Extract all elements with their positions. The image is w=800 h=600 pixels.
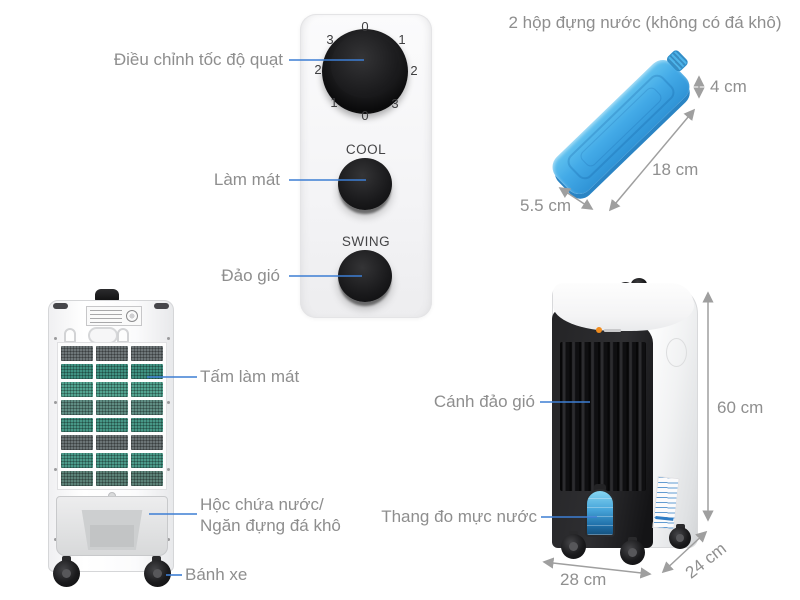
filter-cell — [96, 381, 128, 397]
cord-hook-right — [117, 328, 129, 343]
screw — [54, 538, 57, 541]
filter-cell — [131, 453, 163, 469]
swing-knob-caption: SWING — [341, 234, 391, 249]
dim-height: 60 cm — [717, 398, 764, 417]
water-box-cap — [665, 48, 690, 73]
water-box-groove-inner — [578, 85, 664, 169]
screw — [54, 337, 57, 340]
filter-cell — [131, 346, 163, 361]
caster-hub — [676, 534, 684, 542]
caster-hub — [628, 548, 637, 557]
caster-wheel — [144, 560, 171, 587]
brand-logo-icon — [596, 327, 602, 333]
filter-cell — [61, 399, 93, 415]
label-water-tray: Hộc chứa nước/ Ngăn đựng đá khô — [200, 494, 341, 536]
dial-number-lower-right: 3 — [391, 96, 399, 111]
label-swing: Đảo gió — [221, 266, 280, 285]
dim-box-length: 18 cm — [652, 160, 699, 179]
filter-cell — [131, 471, 163, 486]
water-gauge-cap — [594, 484, 606, 492]
label-fan-speed: Điều chỉnh tốc độ quạt — [113, 50, 283, 69]
filter-cell — [96, 399, 128, 415]
cool-knob-caption: COOL — [345, 142, 387, 157]
label-swing-vane: Cánh đảo gió — [433, 392, 535, 411]
spec-label — [86, 306, 142, 326]
side-sticker-bar — [655, 515, 674, 521]
label-water-tray-line2: Ngăn đựng đá khô — [200, 516, 341, 535]
brand-logo — [596, 327, 622, 333]
label-cooling-pad: Tấm làm mát — [200, 367, 300, 386]
label-cool: Làm mát — [213, 170, 280, 189]
certification-mark — [126, 310, 138, 322]
spec-label-text-lines — [90, 310, 122, 323]
filter-cell — [131, 435, 163, 451]
water-box-title: 2 hộp đựng nước (không có đá khô) — [508, 13, 782, 32]
filter-cell — [61, 435, 93, 451]
filter-cell — [96, 471, 128, 486]
dial-number-left: 2 — [314, 62, 322, 77]
corner-cap-left — [53, 303, 68, 309]
water-tank-inner-box — [90, 524, 134, 547]
caster-wheel — [669, 527, 691, 549]
filter-cell — [131, 417, 163, 433]
dial-number-lower-left: 1 — [330, 95, 338, 110]
swing-louvers — [560, 342, 646, 491]
dial-number-right: 2 — [410, 63, 418, 78]
dial-number-upper-left: 3 — [326, 32, 334, 47]
filter-cell — [61, 363, 93, 379]
caster-hub — [569, 542, 578, 551]
label-wheel: Bánh xe — [185, 565, 248, 584]
dial-number-top: 0 — [361, 19, 369, 34]
screw — [167, 538, 170, 541]
filter-cell — [61, 453, 93, 469]
label-water-tray-line1: Hộc chứa nước/ — [200, 495, 324, 514]
filter-cell — [96, 417, 128, 433]
cooling-pad-grid — [57, 342, 167, 490]
caster-wheel — [53, 560, 80, 587]
carry-handle — [95, 289, 119, 302]
filter-cell — [131, 363, 163, 379]
filter-cell — [61, 381, 93, 397]
screw — [167, 468, 170, 471]
dim-box-width: 5.5 cm — [520, 196, 572, 215]
caster-hub — [61, 568, 72, 579]
cool-knob — [338, 158, 392, 210]
filter-cell — [61, 417, 93, 433]
water-tank — [56, 496, 168, 556]
caster-wheel — [620, 540, 645, 565]
filter-cell — [61, 471, 93, 486]
screw — [167, 337, 170, 340]
filter-cell — [61, 346, 93, 361]
screw — [167, 401, 170, 404]
screw — [54, 468, 57, 471]
water-level-gauge — [585, 489, 615, 537]
fan-speed-dial-cap — [331, 33, 399, 98]
side-handle-recess — [666, 338, 687, 367]
dial-number-bottom: 0 — [361, 108, 369, 123]
corner-cap-right — [154, 303, 169, 309]
cord-hook-left — [64, 328, 76, 343]
filter-cell — [96, 346, 128, 361]
dim-box-height: 4 cm — [710, 77, 747, 96]
screw — [54, 401, 57, 404]
caster-wheel — [561, 534, 586, 559]
dim-width: 28 cm — [560, 570, 607, 589]
swing-knob — [338, 250, 392, 302]
filter-cell — [96, 435, 128, 451]
caster-hub — [152, 568, 163, 579]
front-top-cap — [553, 283, 694, 331]
brand-logo-text — [604, 328, 621, 332]
label-water-gauge: Thang đo mực nước — [381, 507, 537, 526]
filter-cell — [96, 363, 128, 379]
filter-cell — [131, 399, 163, 415]
filter-cell — [131, 381, 163, 397]
filter-cell — [96, 453, 128, 469]
dial-number-upper-right: 1 — [398, 32, 406, 47]
